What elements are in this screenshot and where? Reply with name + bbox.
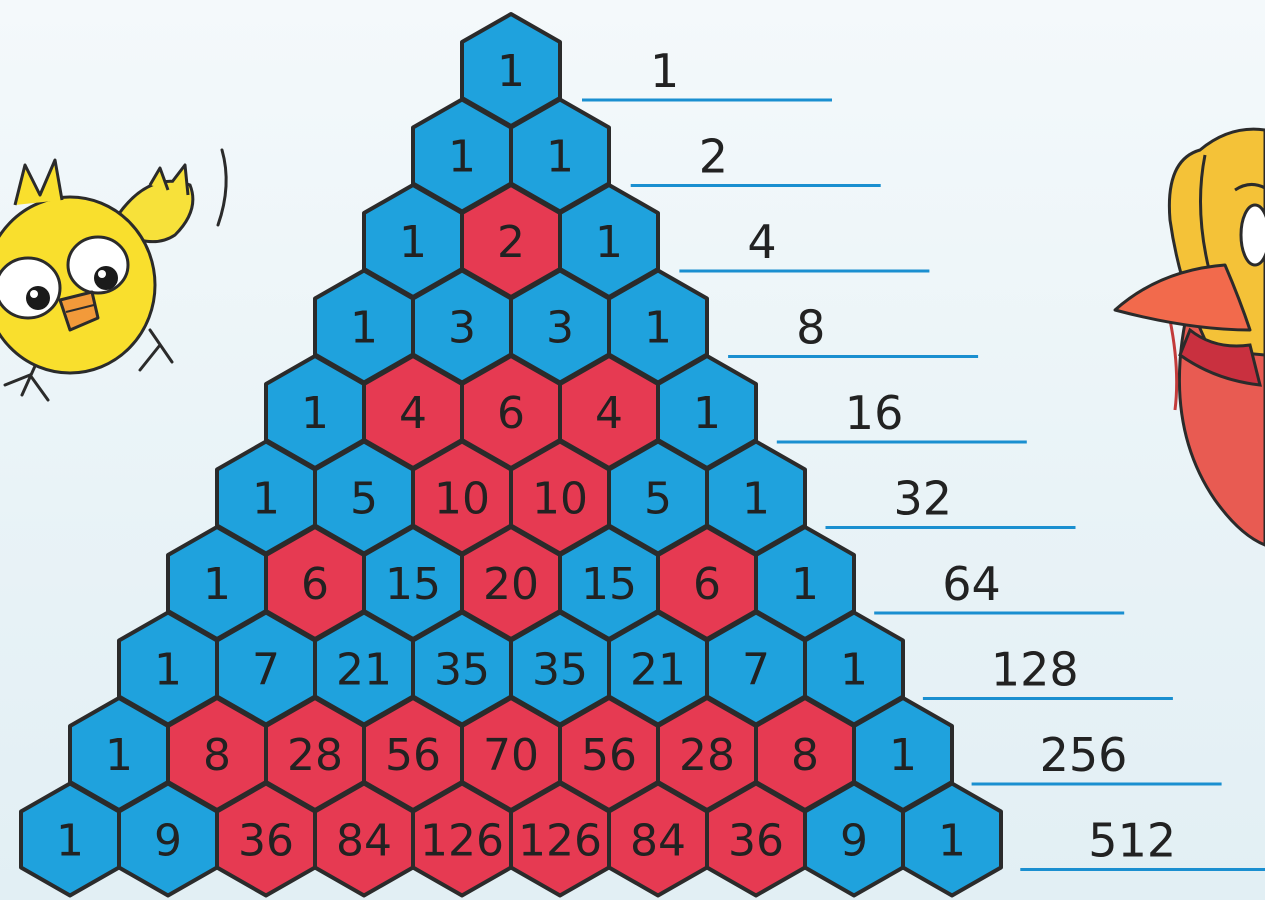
row-sum-value: 256 (1040, 728, 1128, 782)
hex-value: 5 (644, 474, 672, 525)
hex-value: 126 (518, 816, 602, 867)
hex-value: 1 (497, 46, 525, 97)
hex-value: 84 (336, 816, 392, 867)
hex-value: 28 (679, 730, 735, 781)
hex-value: 21 (336, 645, 392, 696)
row-sum-value: 1 (650, 44, 679, 98)
hex-value: 4 (399, 388, 427, 439)
row-sum: 128 (923, 643, 1173, 699)
hex-value: 1 (693, 388, 721, 439)
hex-value: 1 (595, 217, 623, 268)
hex-value: 35 (532, 645, 588, 696)
row-sum-value: 64 (942, 557, 1001, 611)
hex-value: 126 (420, 816, 504, 867)
hex-value: 1 (791, 559, 819, 610)
row-sum-value: 4 (747, 215, 776, 269)
hex-value: 70 (483, 730, 539, 781)
hex-value: 1 (301, 388, 329, 439)
row-sum: 256 (972, 728, 1222, 784)
hex-value: 1 (350, 303, 378, 354)
hex-value: 1 (840, 645, 868, 696)
hex-value: 9 (154, 816, 182, 867)
row-sum: 64 (874, 557, 1124, 613)
hex-value: 15 (581, 559, 637, 610)
hex-value: 6 (301, 559, 329, 610)
row-sum-value: 8 (796, 301, 825, 355)
row-sum: 1 (582, 44, 832, 100)
hex-value: 10 (532, 474, 588, 525)
hex-value: 1 (252, 474, 280, 525)
row-sum: 512 (1020, 814, 1265, 870)
triangle-row: 1 2 1 (364, 185, 658, 297)
row-sum-value: 128 (991, 643, 1079, 697)
hex-value: 6 (693, 559, 721, 610)
hex-value: 7 (742, 645, 770, 696)
hex-value: 1 (203, 559, 231, 610)
hex-value: 2 (497, 217, 525, 268)
chick-icon (0, 150, 226, 400)
row-sum-value: 2 (699, 130, 728, 184)
hex-value: 1 (644, 303, 672, 354)
hex-value: 36 (728, 816, 784, 867)
hex-value: 1 (889, 730, 917, 781)
hex-value: 1 (154, 645, 182, 696)
row-sum: 2 (631, 130, 881, 186)
hex-value: 5 (350, 474, 378, 525)
row-sum-value: 32 (894, 472, 953, 526)
hex-value: 1 (56, 816, 84, 867)
hex-value: 10 (434, 474, 490, 525)
row-sum-value: 16 (845, 386, 904, 440)
row-sum-value: 512 (1088, 814, 1176, 868)
hex-value: 1 (399, 217, 427, 268)
hex-value: 15 (385, 559, 441, 610)
hex-value: 84 (630, 816, 686, 867)
hex-value: 1 (546, 132, 574, 183)
row-sum: 4 (679, 215, 929, 271)
hex-value: 20 (483, 559, 539, 610)
hex-value: 1 (742, 474, 770, 525)
hex-value: 8 (791, 730, 819, 781)
hex-value: 4 (595, 388, 623, 439)
hex-value: 8 (203, 730, 231, 781)
hex-value: 3 (448, 303, 476, 354)
hex-value: 9 (840, 816, 868, 867)
hex-value: 36 (238, 816, 294, 867)
triangle-row: 1 4 6 4 1 (266, 356, 756, 468)
hex-value: 28 (287, 730, 343, 781)
row-sum: 16 (777, 386, 1027, 442)
hex-value: 1 (105, 730, 133, 781)
hex-value: 21 (630, 645, 686, 696)
hex-value: 56 (385, 730, 441, 781)
hex-value: 1 (938, 816, 966, 867)
row-sum: 8 (728, 301, 978, 357)
row-sum: 32 (826, 472, 1076, 528)
hex-value: 1 (448, 132, 476, 183)
bird-icon (1115, 129, 1265, 545)
hex-value: 7 (252, 645, 280, 696)
hex-value: 56 (581, 730, 637, 781)
hex-value: 35 (434, 645, 490, 696)
triangle-row: 1 8 28 56 70 56 28 8 1 (70, 698, 952, 810)
hex-value: 3 (546, 303, 574, 354)
hex-value: 6 (497, 388, 525, 439)
